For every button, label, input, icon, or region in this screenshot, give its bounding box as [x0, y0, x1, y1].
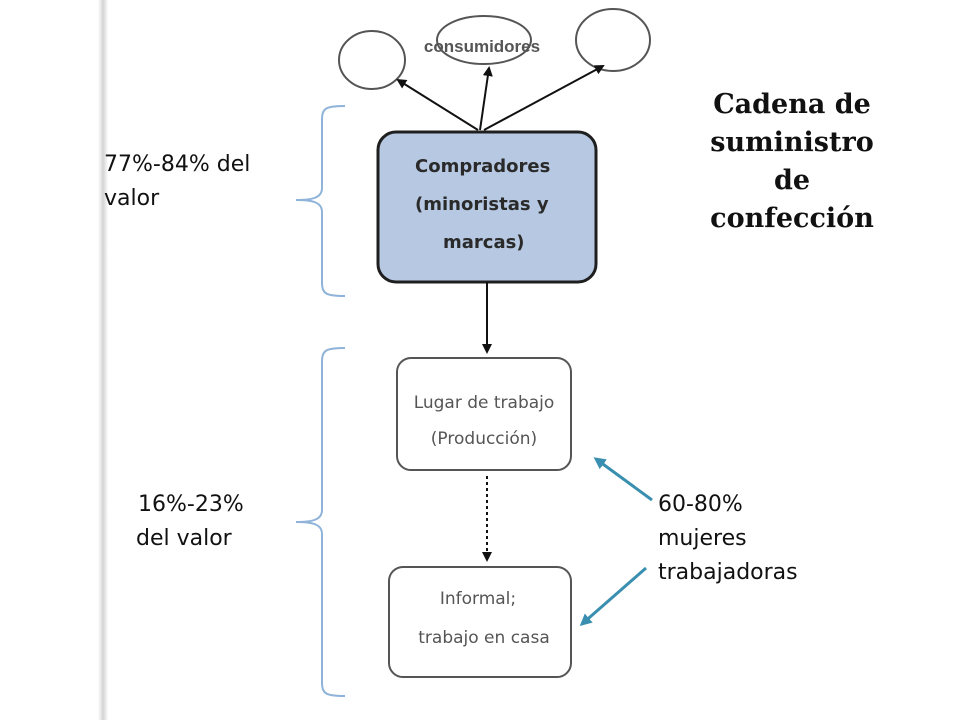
lower-value-line1: 16%-23%: [138, 492, 244, 517]
workplace-box: [396, 357, 572, 471]
callout-arrow-to-workplace: [593, 457, 653, 502]
women-workers-line1: 60-80%: [658, 492, 743, 517]
arrow-to-consumer-center: [479, 66, 493, 131]
title-line4: confección: [710, 203, 874, 234]
consumer-circle-left: [338, 30, 406, 90]
callout-arrow-to-informal: [579, 566, 647, 626]
arrow-to-consumer-left: [396, 78, 479, 131]
workplace-label-line1: Lugar de trabajo: [414, 393, 555, 413]
arrow-to-consumer-right: [483, 65, 605, 131]
left-margin-rule: [0, 0, 108, 720]
consumer-circle-right: [575, 8, 651, 72]
women-workers-annotation: 60-80% mujeres trabajadoras: [658, 488, 798, 590]
women-workers-line2: mujeres: [658, 526, 747, 551]
title-line1: Cadena de: [713, 89, 871, 120]
consumers-label: consumidores: [424, 37, 540, 56]
lower-value-bracket: [295, 347, 346, 697]
upper-value-line1: 77%-84% del: [104, 152, 251, 177]
upper-value-annotation: 77%-84% del valor: [104, 148, 250, 216]
informal-label-line1: Informal;: [440, 589, 516, 609]
women-workers-line3: trabajadoras: [658, 560, 798, 585]
workplace-label-line2: (Producción): [431, 429, 537, 449]
upper-value-line2: valor: [104, 186, 160, 211]
diagram-title: Cadena de suministro de confección: [672, 86, 912, 238]
buyers-label-line3: marcas): [443, 232, 525, 253]
lower-value-line2: del valor: [136, 526, 232, 551]
title-line3: de: [773, 165, 811, 196]
upper-value-bracket: [295, 105, 346, 297]
title-line2: suministro: [710, 127, 874, 158]
buyers-label-line2: (minoristas y: [415, 194, 549, 215]
lower-value-annotation: 16%-23% del valor: [136, 488, 244, 556]
buyers-label-line1: Compradores: [415, 156, 550, 177]
informal-label-line2: trabajo en casa: [418, 628, 549, 648]
consumer-circle-center: [436, 15, 532, 65]
informal-box: [388, 566, 572, 678]
